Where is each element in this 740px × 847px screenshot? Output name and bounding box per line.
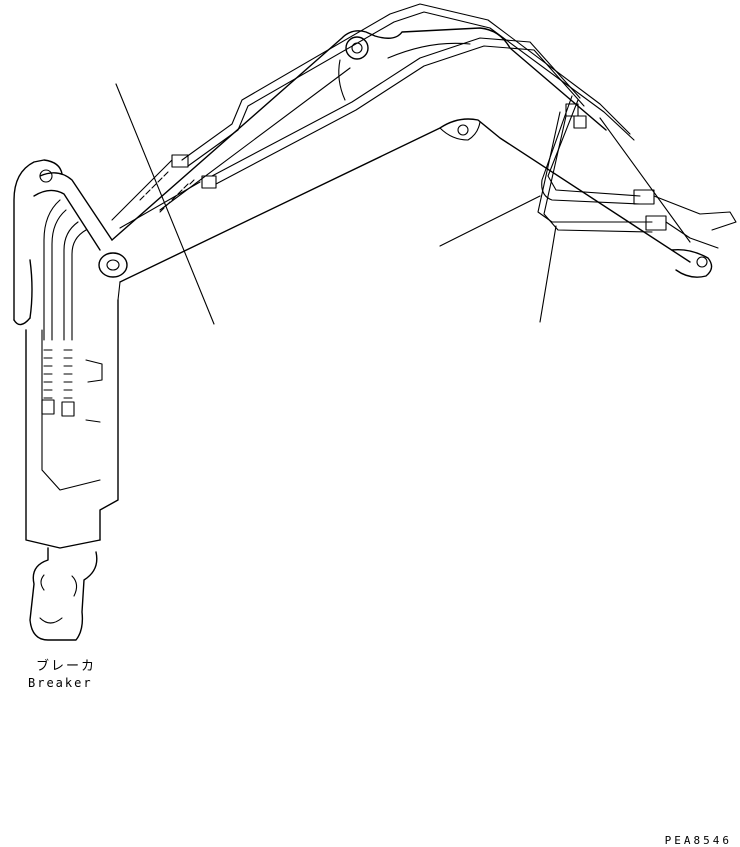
breaker (29, 547, 98, 641)
breaker-label-en: Breaker (28, 676, 93, 690)
boom-foot-piping (537, 95, 737, 249)
breaker-label-jp: ブレーカ (36, 659, 97, 674)
drawing-code: PEA8546 (664, 834, 732, 847)
boom (98, 27, 713, 283)
arm (13, 159, 121, 549)
boom-hydraulic-lines (111, 3, 635, 229)
leader-lines (115, 83, 691, 325)
